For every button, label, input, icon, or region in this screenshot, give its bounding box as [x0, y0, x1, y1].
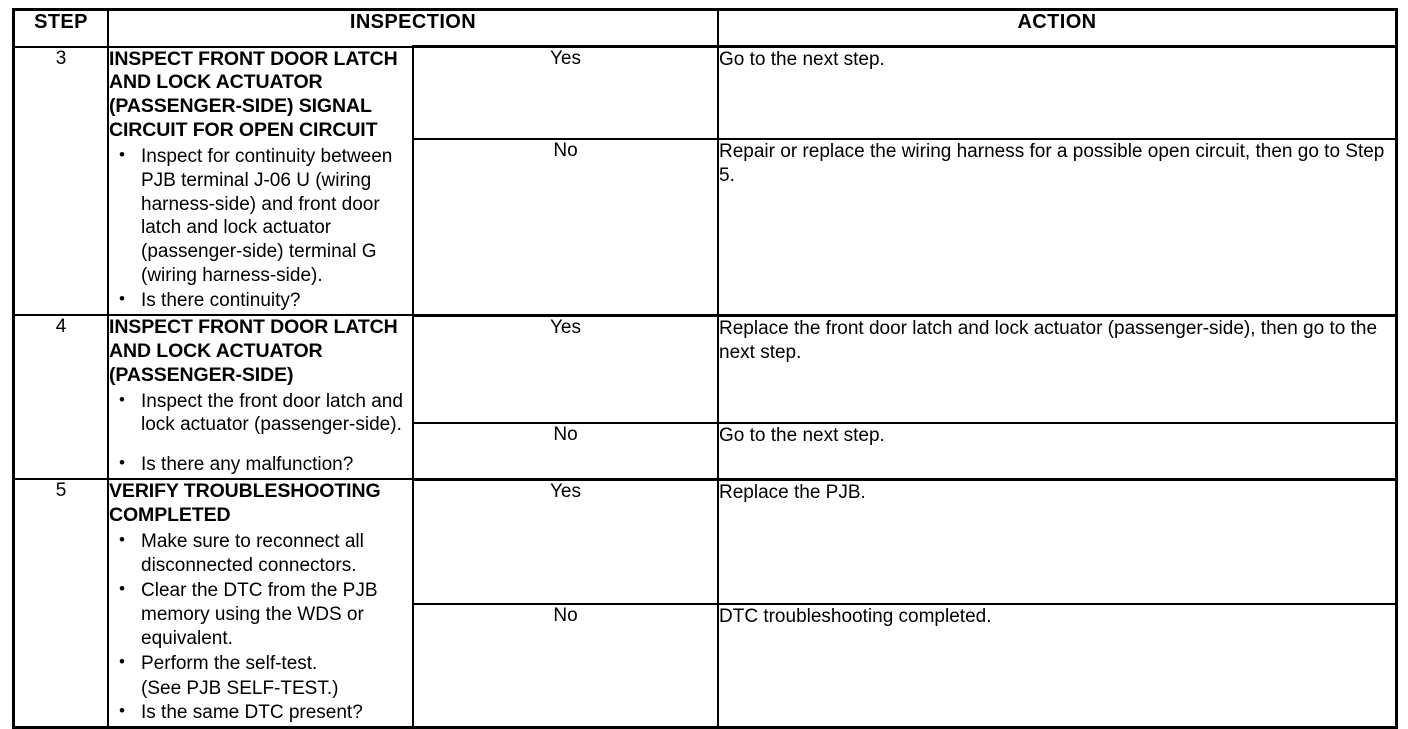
- column-header-step: STEP: [12, 8, 109, 48]
- result-action: DTC troubleshooting completed.: [717, 602, 1398, 729]
- list-item: Clear the DTC from the PJB memory using …: [109, 578, 412, 651]
- inspection-bullet-list: Inspect for continuity between PJB termi…: [109, 144, 412, 314]
- column-header-action: ACTION: [717, 8, 1398, 48]
- list-item-note: (See PJB SELF-TEST.): [141, 677, 339, 699]
- table-body: 3 INSPECT FRONT DOOR LATCH AND LOCK ACTU…: [12, 44, 1398, 729]
- inspection-title: INSPECT FRONT DOOR LATCH AND LOCK ACTUAT…: [109, 316, 398, 386]
- list-item: Inspect for continuity between PJB termi…: [109, 144, 412, 289]
- step-number: 3: [12, 45, 109, 317]
- inspection-cell: INSPECT FRONT DOOR LATCH AND LOCK ACTUAT…: [107, 314, 414, 481]
- table-row: 3 INSPECT FRONT DOOR LATCH AND LOCK ACTU…: [12, 44, 1398, 317]
- table-row: 4 INSPECT FRONT DOOR LATCH AND LOCK ACTU…: [12, 313, 1398, 481]
- result-answer: No: [412, 421, 719, 481]
- result-action: Go to the next step.: [717, 44, 1398, 140]
- inspection-bullet-list: Make sure to reconnect all disconnected …: [109, 529, 412, 726]
- result-action: Go to the next step.: [717, 421, 1398, 481]
- result-answer: Yes: [412, 313, 719, 424]
- result-answer: No: [412, 137, 719, 317]
- result-answer: Yes: [412, 477, 719, 605]
- diagnostic-procedure-table: STEP INSPECTION ACTION 3 INSPECT FRONT D…: [12, 8, 1398, 729]
- header-row: STEP INSPECTION ACTION: [12, 8, 1398, 48]
- list-item: Is the same DTC present?: [109, 700, 412, 725]
- step-number: 4: [12, 314, 109, 481]
- result-answer: No: [412, 602, 719, 729]
- result-action: Replace the front door latch and lock ac…: [717, 313, 1398, 424]
- result-answer: Yes: [412, 44, 719, 140]
- table-row: No Go to the next step.: [14, 421, 1398, 481]
- list-item: Is there any malfunction?: [109, 452, 412, 477]
- inspection-cell: VERIFY TROUBLESHOOTING COMPLETED Make su…: [107, 478, 414, 729]
- list-item: Inspect the front door latch and lock ac…: [109, 389, 412, 438]
- table-header: STEP INSPECTION ACTION: [12, 8, 1398, 48]
- table-row: 5 VERIFY TROUBLESHOOTING COMPLETED Make …: [12, 477, 1398, 729]
- result-action: Replace the PJB.: [717, 477, 1398, 605]
- result-action: Repair or replace the wiring harness for…: [717, 137, 1398, 317]
- list-item: Is there continuity?: [109, 288, 412, 313]
- inspection-title: INSPECT FRONT DOOR LATCH AND LOCK ACTUAT…: [109, 47, 398, 141]
- list-item: Perform the self-test.: [109, 651, 412, 676]
- table-row: No Repair or replace the wiring harness …: [14, 137, 1398, 317]
- inspection-cell: INSPECT FRONT DOOR LATCH AND LOCK ACTUAT…: [107, 45, 414, 317]
- step-number: 5: [12, 478, 109, 729]
- column-header-inspection: INSPECTION: [107, 8, 719, 48]
- inspection-title: VERIFY TROUBLESHOOTING COMPLETED: [109, 480, 381, 527]
- list-item: Make sure to reconnect all disconnected …: [109, 529, 412, 578]
- troubleshooting-sheet: STEP INSPECTION ACTION 3 INSPECT FRONT D…: [0, 0, 1408, 714]
- inspection-bullet-list: Inspect the front door latch and lock ac…: [109, 389, 412, 478]
